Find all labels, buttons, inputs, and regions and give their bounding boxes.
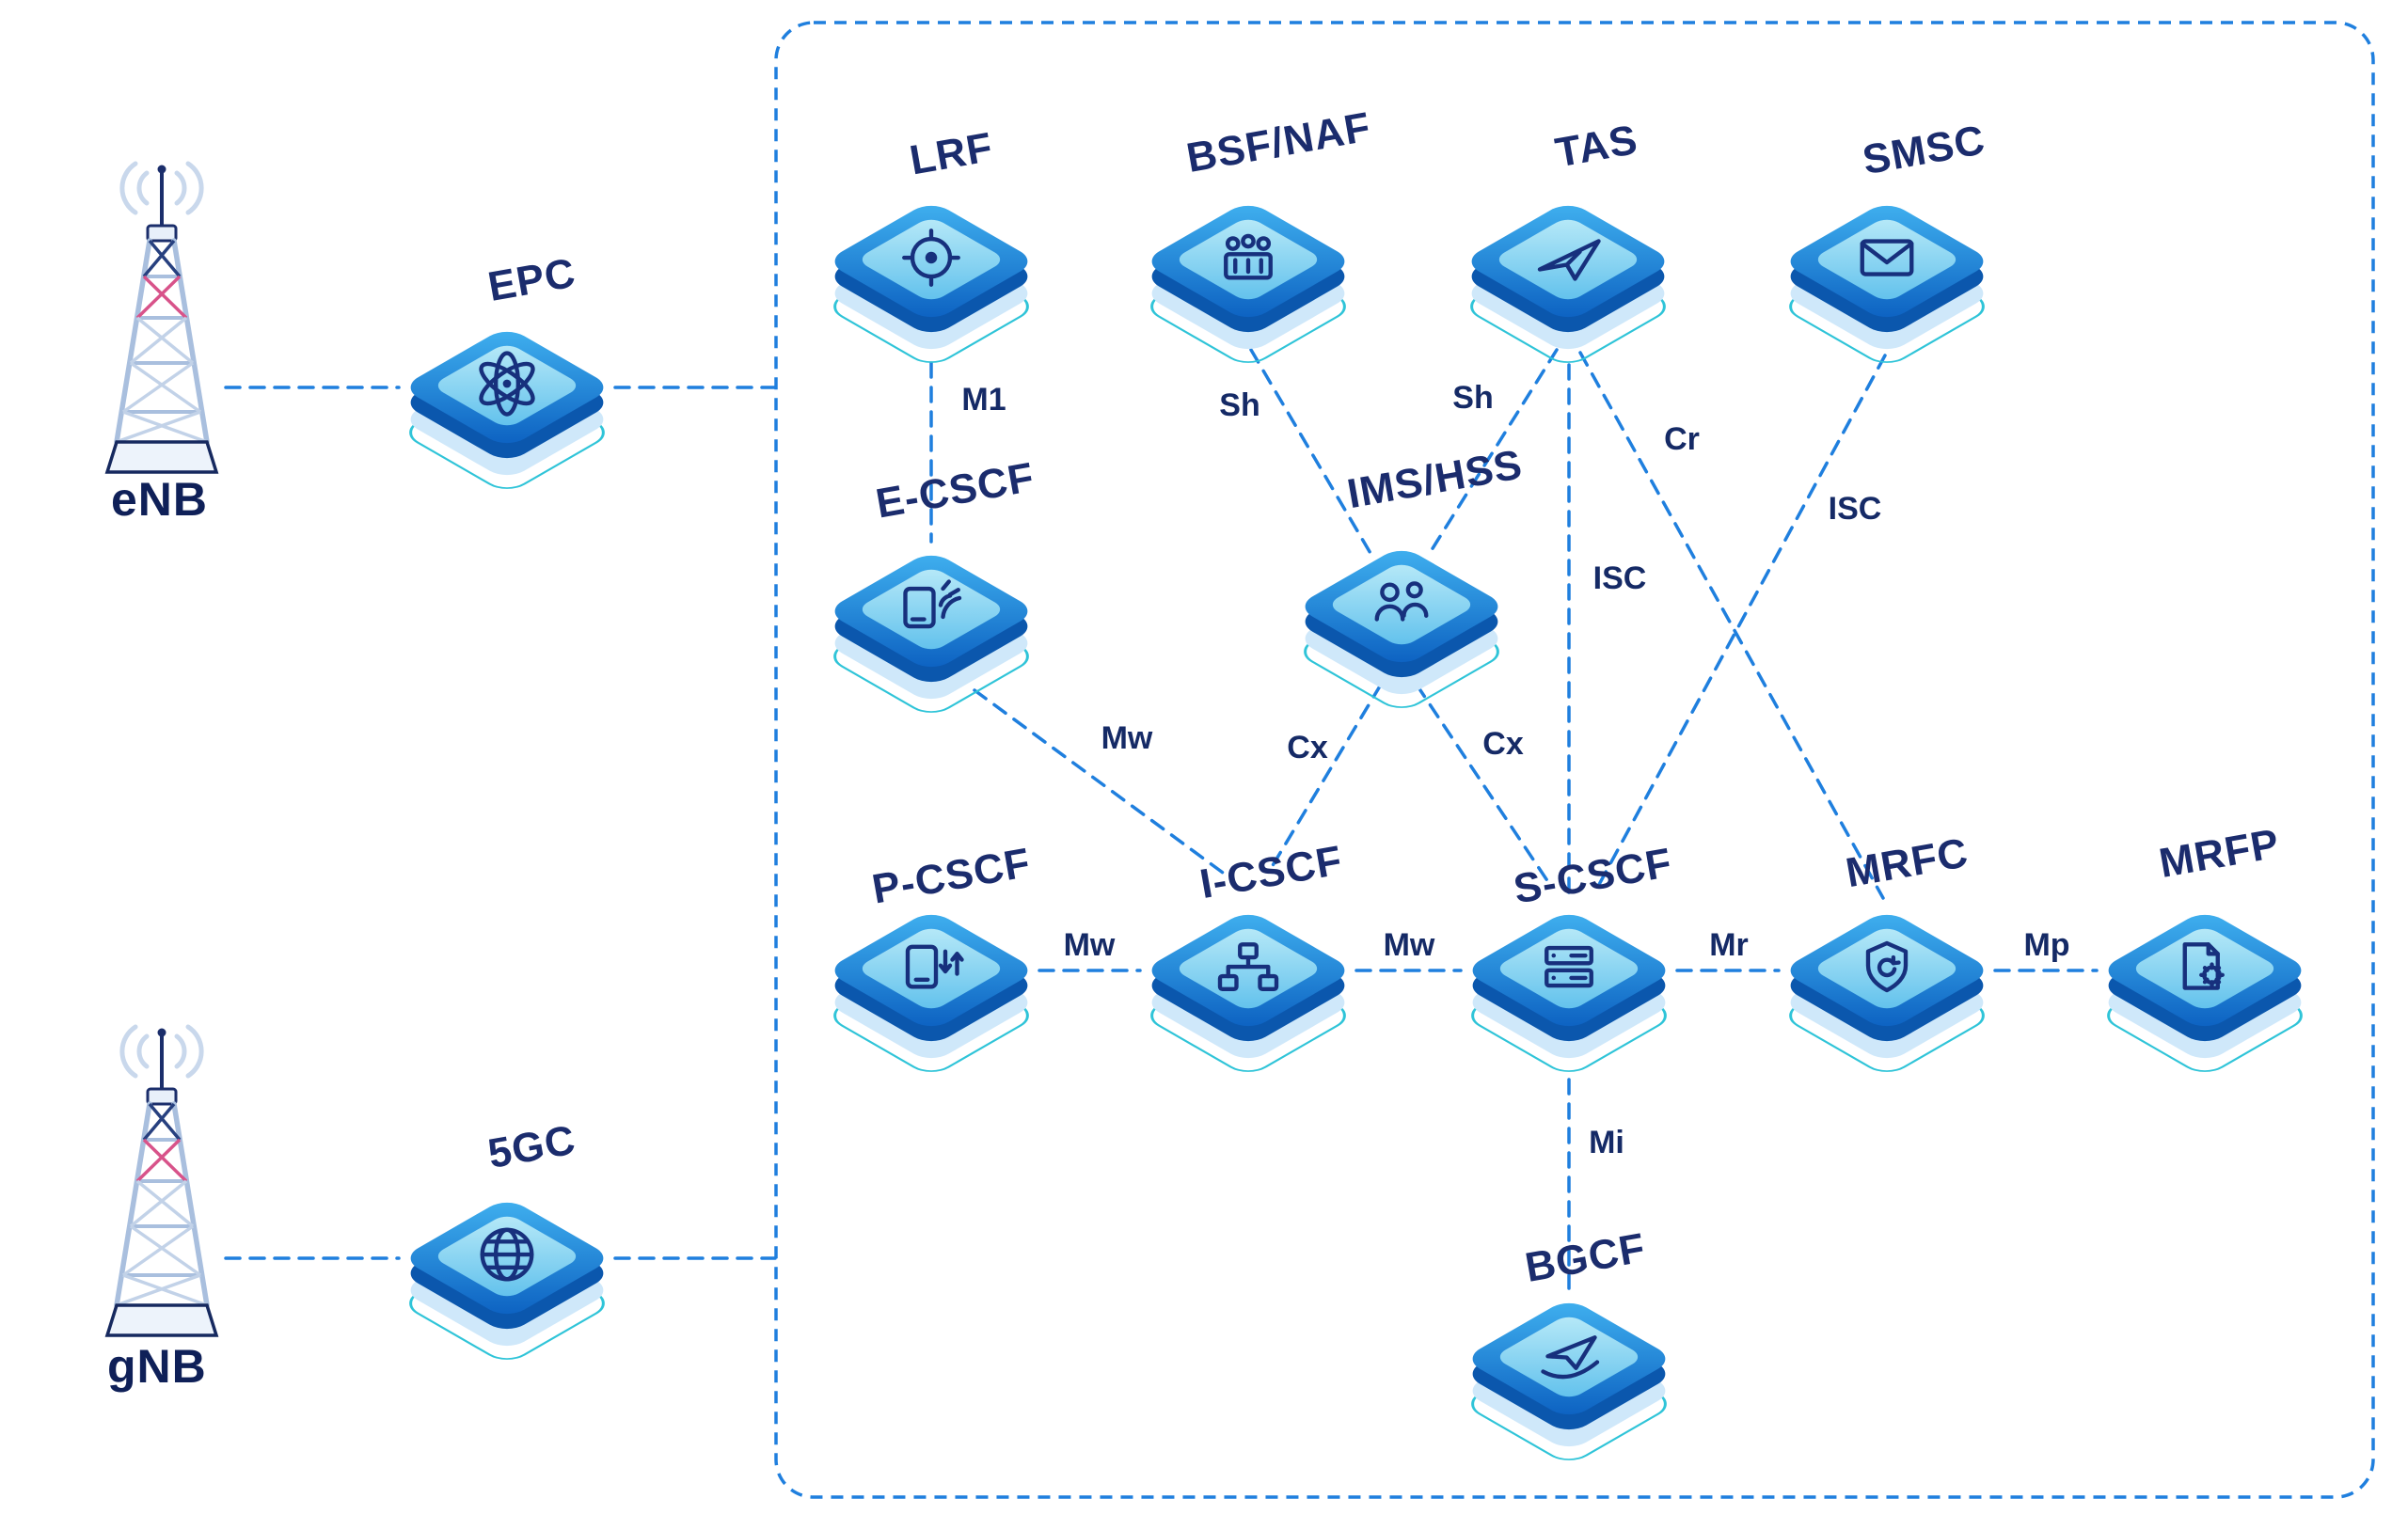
enb-tower: eNB [107, 164, 216, 526]
node-bsf-naf: BSF/NAF [1140, 103, 1374, 370]
mail-icon [1860, 239, 1914, 276]
ims-core-boundary [774, 21, 2375, 1499]
paper-plane-icon [1537, 239, 1601, 281]
node-epc: EPC [399, 249, 615, 496]
interface-label-mw-i-s: Mw [1384, 927, 1435, 963]
node-ims-hss-label: IMS/HSS [1344, 441, 1527, 517]
interface-label-m1: M1 [961, 382, 1006, 418]
node-platform [1779, 198, 1995, 370]
interface-label-cx-s: Cx [1482, 726, 1524, 762]
interface-label-cx-i: Cx [1287, 730, 1328, 765]
edge-smsc-scscf [1593, 354, 1887, 893]
edge-ecscf-icscf [973, 688, 1225, 875]
node-mrfp: MRFP [2097, 820, 2313, 1079]
node-smsc: SMSC [1779, 117, 1995, 370]
interface-label-cr: Cr [1664, 421, 1700, 457]
interface-label-mp: Mp [2023, 927, 2069, 963]
node-i-cscf: I-CSCF [1140, 837, 1356, 1079]
gnb-label: gNB [107, 1340, 207, 1393]
user-group-server-icon [1224, 233, 1273, 280]
interface-label-isc-smsc: ISC [1829, 491, 1882, 527]
node-epc-label: EPC [484, 249, 579, 309]
network-topology-icon [1217, 942, 1279, 991]
user-group-icon [1374, 581, 1429, 622]
node-tas: TAS [1460, 117, 1676, 370]
node-platform [823, 548, 1039, 719]
node-platform [1293, 544, 1510, 715]
node-platform [1460, 198, 1676, 370]
edge-bsfnaf-imshss [1249, 348, 1373, 557]
connection-links [224, 348, 2099, 1290]
node-s-cscf-label: S-CSCF [1511, 840, 1676, 913]
node-platform [1779, 907, 1995, 1079]
node-platform [1140, 907, 1356, 1079]
enb-label: eNB [111, 473, 208, 526]
radio-tower-icon [107, 1027, 216, 1335]
location-search-icon [902, 229, 960, 287]
edge-tas-imshss [1428, 348, 1559, 555]
edge-imshss-scscf [1415, 683, 1550, 884]
interface-label-mw-diag: Mw [1101, 720, 1153, 756]
node-5gc-label: 5GC [484, 1116, 579, 1176]
interface-label-sh-tas: Sh [1452, 380, 1493, 416]
node-bgcf-label: BGCF [1522, 1224, 1649, 1291]
interface-label-mr: Mr [1709, 927, 1749, 963]
node-p-cscf: P-CSCF [823, 840, 1039, 1079]
node-e-cscf: E-CSCF [823, 454, 1039, 719]
node-5gc: 5GC [399, 1116, 615, 1366]
node-lrf-label: LRF [907, 124, 997, 184]
node-i-cscf-label: I-CSCF [1196, 837, 1346, 907]
node-bsf-naf-label: BSF/NAF [1183, 103, 1374, 181]
interface-label-mw-p-i: Mw [1064, 927, 1116, 963]
edge-imshss-icscf [1270, 683, 1383, 869]
node-e-cscf-label: E-CSCF [873, 454, 1038, 528]
node-platform [1140, 198, 1356, 370]
node-platform [823, 907, 1039, 1079]
interface-labels: M1 Sh Sh Cr ISC ISC Mw Cx Cx Mw Mw Mr Mp… [961, 380, 2069, 1160]
edge-tas-mrfc [1578, 351, 1885, 900]
globe-icon [480, 1227, 534, 1282]
phone-transfer-icon [905, 944, 964, 989]
node-mrfc-label: MRFC [1843, 829, 1972, 896]
gnb-tower: gNB [107, 1027, 216, 1393]
node-mrfp-label: MRFP [2156, 820, 2283, 887]
node-mrfc: MRFC [1779, 829, 1995, 1079]
node-bgcf: BGCF [1461, 1224, 1677, 1467]
call-routing-icon [1541, 1335, 1600, 1380]
shield-refresh-icon [1865, 940, 1909, 993]
node-p-cscf-label: P-CSCF [869, 840, 1035, 913]
interface-label-isc-tas: ISC [1593, 560, 1647, 596]
node-s-cscf: S-CSCF [1461, 840, 1677, 1079]
node-smsc-label: SMSC [1860, 117, 1989, 183]
node-platform [2097, 907, 2313, 1079]
radio-tower-icon [107, 164, 216, 472]
server-registration-icon [1545, 945, 1593, 988]
interface-label-mi: Mi [1589, 1125, 1624, 1160]
document-gear-icon [2182, 942, 2225, 990]
node-tas-label: TAS [1552, 117, 1641, 176]
node-platform [1461, 1296, 1677, 1467]
interface-label-sh-bsf: Sh [1219, 387, 1259, 423]
node-platform [1461, 907, 1677, 1079]
node-lrf: LRF [823, 124, 1039, 370]
emergency-phone-icon [903, 579, 962, 629]
